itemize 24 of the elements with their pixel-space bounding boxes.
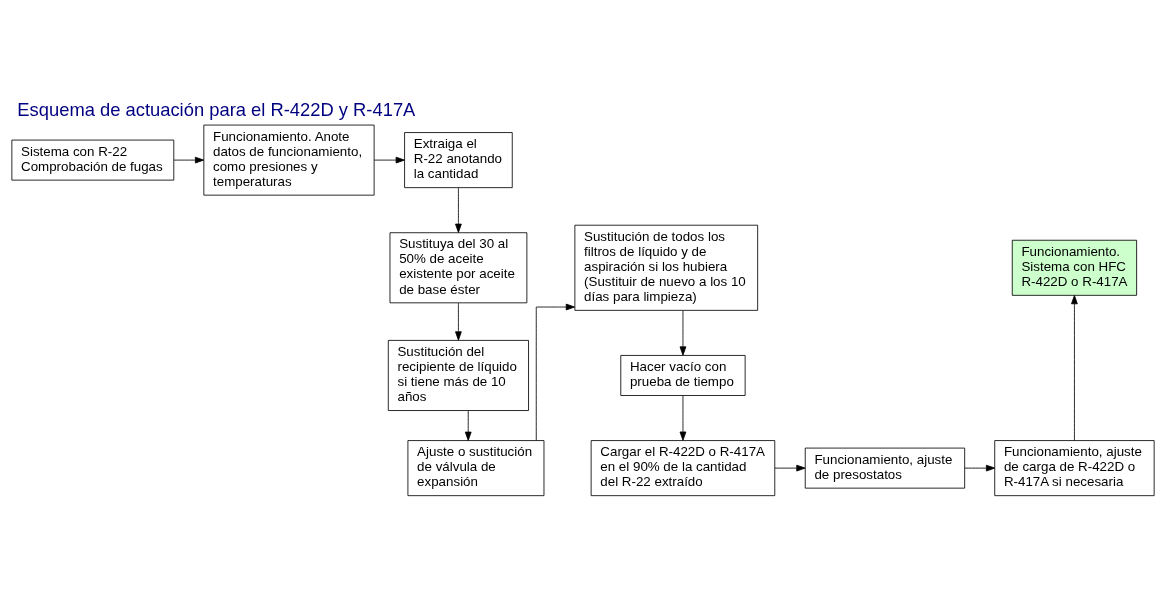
arrow [535, 303, 575, 441]
arrow [964, 464, 996, 472]
arrow [1071, 295, 1078, 441]
node-box: Sustituya del 30 al 50% de aceite existente por aceite de base éster [389, 232, 528, 304]
node-box: Sustitución del recipiente de líquido si tiene más de 10 años [387, 340, 529, 411]
arrow [173, 156, 205, 164]
node-box: Funcionamiento. Anote datos de funcionamiento, como presiones y temperaturas [203, 124, 375, 196]
node-box: Extraiga el R-22 anotando la cantidad [404, 132, 513, 189]
diagram-title: Esquema de actuación para el R-422D y R-417A [17, 99, 416, 121]
arrow [774, 464, 806, 472]
arrow [464, 410, 472, 441]
arrow [679, 395, 687, 441]
node-box: Hacer vacío con prueba de tiempo [620, 355, 746, 396]
arrow [455, 187, 462, 233]
arrow [455, 302, 462, 341]
arrow [679, 310, 687, 356]
arrow [373, 156, 405, 164]
node-box: Funcionamiento, ajuste de presostatos [804, 447, 966, 489]
node-box: Cargar el R-422D o R-417A en el 90% de la cantidad del R-22 extraído [590, 440, 776, 497]
node-box: Funcionamiento, ajuste de carga de R-422D o R-417A si necesaria [994, 440, 1155, 497]
node-box: Funcionamiento. Sistema con HFC R-422D o R-417A [1011, 239, 1138, 296]
node-box: Ajuste o sustitución de válvula de expansión [407, 440, 545, 497]
node-box: Sistema con R-22 Comprobación de fugas [11, 139, 175, 181]
node-box: Sustitución de todos los filtros de líquido y de aspiración si los hubiera (Sustituir de nuevo a los 10 días para limpieza) [574, 224, 759, 311]
